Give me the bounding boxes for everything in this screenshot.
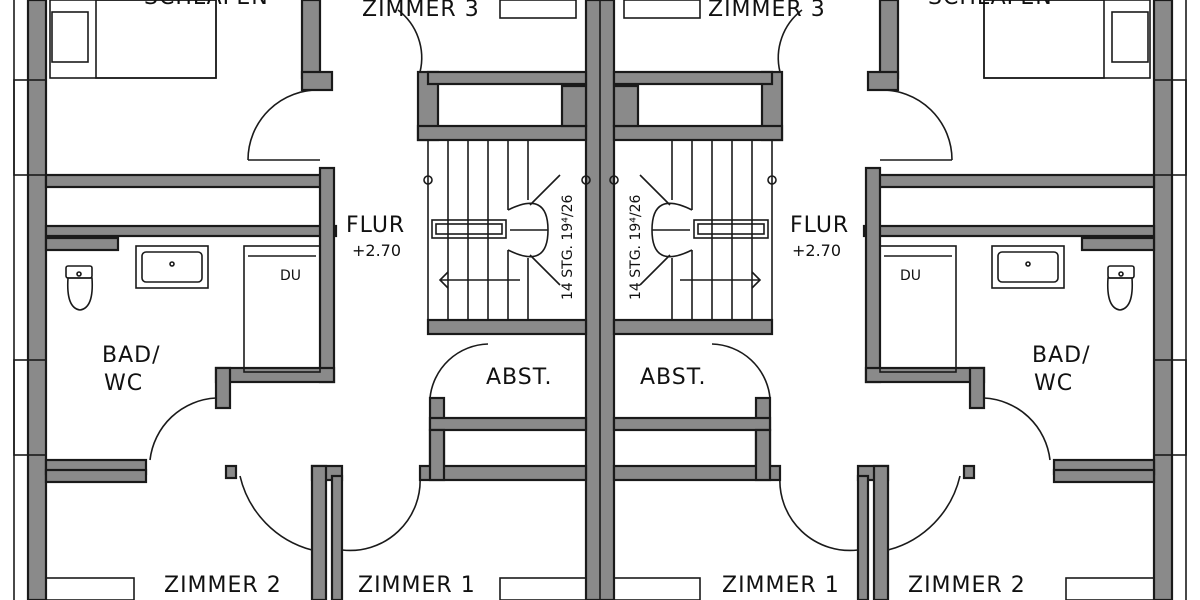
room-label-bad: BAD/ — [102, 343, 161, 368]
room-label-zimmer-3: ZIMMER 3 — [362, 0, 480, 22]
wall — [44, 468, 148, 484]
right-unit: 14 STG. 19⁴/26 SCHLAFEN ZIMMER 3 FLUR +2… — [609, 0, 1187, 600]
shower-label: DU — [280, 268, 301, 284]
door-swing — [397, 9, 423, 73]
wall — [44, 173, 333, 189]
wall — [214, 366, 336, 384]
bed-inner — [95, 0, 217, 79]
room-label-zimmer-3: ZIMMER 3 — [708, 0, 826, 22]
door-swing — [239, 475, 313, 551]
stair-label: 14 STG. 19⁴/26 — [628, 194, 644, 300]
staircase-left: 14 STG. 19⁴/26 — [423, 139, 591, 321]
window — [13, 359, 47, 456]
hall-level: +2.70 — [352, 241, 401, 260]
room-label-zimmer-2: ZIMMER 2 — [908, 573, 1026, 598]
washbasin — [135, 245, 209, 289]
wall — [318, 166, 336, 384]
outer-wall-left — [26, 0, 48, 600]
room-label-wc: WC — [104, 371, 143, 396]
wall — [418, 464, 588, 482]
left-unit: 14 STG. 19⁴/26 — [13, 0, 616, 600]
room-label-flur: FLUR — [346, 213, 405, 238]
toilet-icon — [65, 265, 94, 311]
wall — [44, 236, 120, 252]
wall — [300, 0, 322, 80]
wall — [310, 464, 328, 600]
door-swing — [149, 397, 217, 461]
washbasin-bowl — [141, 251, 203, 283]
wall — [426, 70, 588, 86]
wall — [214, 366, 232, 410]
wall — [224, 464, 238, 480]
wall — [560, 84, 588, 128]
wall — [426, 318, 588, 336]
door-swing — [429, 343, 489, 399]
room-label-abst: ABST. — [640, 365, 707, 390]
nightstand — [51, 11, 89, 63]
wall — [416, 124, 588, 142]
shower-label: DU — [900, 268, 921, 284]
room-label-zimmer-1: ZIMMER 1 — [358, 573, 476, 598]
furniture — [45, 577, 135, 600]
wall — [300, 70, 334, 92]
stair-label: 14 STG. 19⁴/26 — [560, 194, 576, 300]
room-label-zimmer-1: ZIMMER 1 — [722, 573, 840, 598]
room-label-abst: ABST. — [486, 365, 553, 390]
room-label-schlafen: SCHLAFEN — [928, 0, 1053, 10]
window — [13, 79, 47, 176]
room-label-bad: BAD/ — [1032, 343, 1091, 368]
room-label-schlafen: SCHLAFEN — [144, 0, 269, 10]
wall — [428, 416, 588, 432]
furniture — [499, 577, 587, 600]
furniture — [499, 0, 577, 19]
door-swing — [341, 475, 421, 552]
room-label-wc: WC — [1034, 371, 1073, 396]
wall — [330, 474, 344, 600]
hall-level: +2.70 — [792, 241, 841, 260]
room-label-flur: FLUR — [790, 213, 849, 238]
wall — [428, 428, 446, 482]
door-swing — [247, 89, 321, 161]
room-label-zimmer-2: ZIMMER 2 — [164, 573, 282, 598]
wall — [44, 224, 338, 238]
shower — [243, 245, 321, 373]
